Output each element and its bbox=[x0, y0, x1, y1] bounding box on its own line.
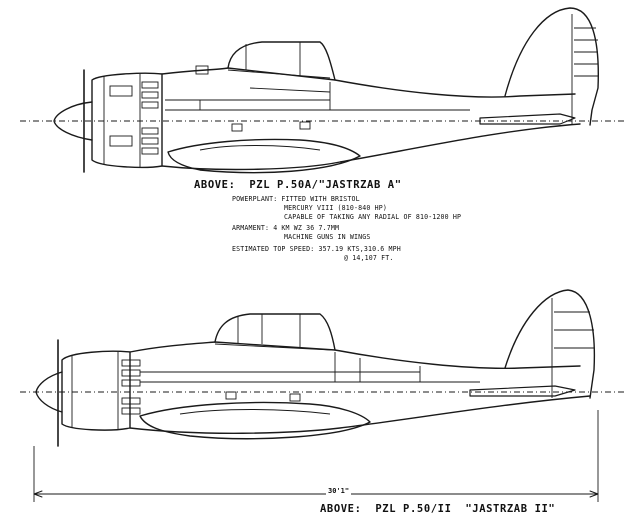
p50ii-tailplane bbox=[469, 385, 576, 397]
p50ii-wing-root bbox=[139, 401, 371, 440]
p50a-tailplane bbox=[479, 113, 576, 125]
p50ii-fuselage-bottom bbox=[129, 395, 591, 434]
p50ii-tail-fin bbox=[504, 289, 596, 399]
p50a-spinner bbox=[53, 101, 93, 141]
aircraft-p50ii-profile bbox=[20, 289, 626, 502]
p50a-gun-port bbox=[231, 123, 243, 132]
p50a-spec-powerplant-engine: MERCURY VIII (810-840 HP) bbox=[284, 204, 387, 212]
p50ii-gun-port bbox=[225, 391, 237, 400]
p50a-rudder-ribs bbox=[574, 27, 598, 77]
p50a-spec-top-speed: ESTIMATED TOP SPEED: 357.19 KTS,310.6 MP… bbox=[232, 245, 401, 253]
p50a-spec-powerplant-capacity: CAPABLE OF TAKING ANY RADIAL OF 810-1200… bbox=[284, 213, 462, 221]
p50ii-caption: ABOVE: PZL P.50/II "JASTRZAB II" bbox=[320, 503, 556, 515]
p50a-fuselage-top bbox=[161, 67, 576, 98]
p50ii-spinner bbox=[35, 371, 63, 413]
p50a-access-hatch bbox=[195, 65, 209, 75]
p50a-wing-fairing bbox=[199, 145, 321, 151]
p50a-spec-armament-detail: MACHINE GUNS IN WINGS bbox=[284, 233, 371, 241]
p50a-canopy-sill bbox=[227, 69, 331, 79]
p50a-engine-cowling bbox=[91, 72, 163, 169]
p50ii-canopy-sill bbox=[214, 343, 333, 351]
p50ii-gun-port bbox=[289, 393, 301, 402]
p50a-gun-port bbox=[299, 121, 311, 130]
p50ii-length-label: 30'1" bbox=[326, 487, 352, 495]
aircraft-p50a-profile bbox=[20, 7, 626, 174]
p50a-spec-armament: ARMAMENT: 4 KM WZ 36 7.7MM bbox=[232, 224, 340, 232]
p50ii-fuselage-top bbox=[129, 341, 581, 369]
p50ii-rudder-ribs bbox=[554, 311, 594, 349]
p50a-wing-root bbox=[167, 138, 361, 174]
p50a-canopy bbox=[227, 41, 336, 81]
p50a-spec-powerplant: POWERPLANT: FITTED WITH BRISTOL bbox=[232, 195, 360, 203]
p50a-fuselage-bottom bbox=[161, 123, 581, 171]
p50a-panel-line bbox=[249, 87, 331, 93]
p50ii-canopy bbox=[214, 313, 336, 351]
p50a-caption: ABOVE: PZL P.50A/"JASTRZAB A" bbox=[194, 179, 402, 191]
p50ii-wing-fairing bbox=[179, 409, 331, 415]
p50a-tail-fin bbox=[504, 7, 599, 126]
p50a-spec-top-speed-altitude: @ 14,107 FT. bbox=[344, 254, 394, 262]
p50ii-length-dimension bbox=[33, 410, 599, 502]
p50a-exhaust-stacks bbox=[109, 81, 159, 155]
p50ii-exhaust-stacks bbox=[121, 359, 141, 415]
